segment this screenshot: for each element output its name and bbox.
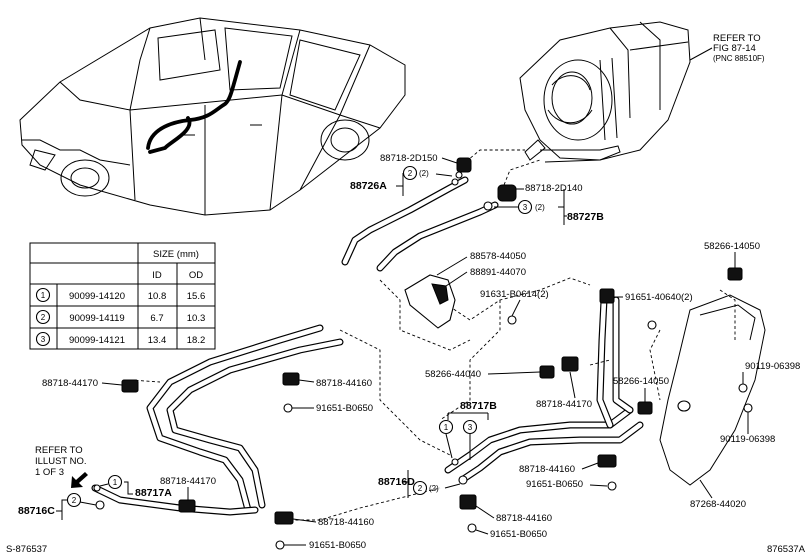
row3-id: 13.4 bbox=[148, 335, 167, 346]
label-58266-14050-top: 58266-14050 bbox=[704, 241, 760, 252]
label-88718-44160-bottom: 88718-44160 bbox=[318, 517, 374, 528]
row1-num: 1 bbox=[41, 291, 46, 300]
label-91651-b0650-right: 91651-B0650 bbox=[526, 479, 583, 490]
refer-illust-line1: REFER TO bbox=[35, 445, 83, 456]
arrow-icon bbox=[71, 472, 88, 488]
label-91651-b0650-bottom: 91651-B0650 bbox=[309, 540, 366, 551]
hoses-and-clamps bbox=[93, 157, 753, 550]
row1-part: 90099-14120 bbox=[69, 291, 125, 302]
row3-num: 3 bbox=[41, 335, 46, 344]
label-88718-44160-right: 88718-44160 bbox=[519, 464, 575, 475]
label-58266-44040: 58266-44040 bbox=[425, 369, 481, 380]
qty-2-center: (2) bbox=[429, 484, 439, 493]
label-88726a: 88726A bbox=[350, 180, 387, 192]
refer-illust-line2: ILLUST NO. bbox=[35, 456, 87, 467]
refer-illust-line3: 1 OF 3 bbox=[35, 467, 64, 478]
label-58266-14050-mid: 58266-14050 bbox=[613, 376, 669, 387]
fender-liner bbox=[659, 294, 766, 486]
qty-2-upper-b: (2) bbox=[535, 203, 545, 212]
footer-right-code: 876537A bbox=[767, 544, 806, 555]
label-87268-44020: 87268-44020 bbox=[690, 499, 746, 510]
label-88718-2d150: 88718-2D150 bbox=[380, 153, 438, 164]
col-id: ID bbox=[152, 270, 162, 281]
label-88718-44170-left: 88718-44170 bbox=[42, 378, 98, 389]
label-91651-b0650-low: 91651-B0650 bbox=[490, 529, 547, 540]
label-88718-44160-mid: 88718-44160 bbox=[316, 378, 372, 389]
callout-2-center: 2 bbox=[418, 484, 423, 493]
row3-part: 90099-14121 bbox=[69, 335, 125, 346]
row2-part: 90099-14119 bbox=[69, 313, 124, 324]
qty-2-upper: (2) bbox=[419, 169, 429, 178]
leader-lines bbox=[129, 149, 736, 521]
label-88717a: 88717A bbox=[135, 487, 172, 499]
size-table: SIZE (mm) ID OD 1 90099-14120 10.8 15.6 … bbox=[29, 242, 216, 350]
size-header: SIZE (mm) bbox=[153, 249, 199, 260]
label-88716c: 88716C bbox=[18, 505, 55, 517]
label-88718-2d140: 88718-2D140 bbox=[525, 183, 583, 194]
row1-id: 10.8 bbox=[148, 291, 167, 302]
refer-fig-line3: (PNC 88510F) bbox=[713, 54, 765, 63]
refer-fig-line1: REFER TO bbox=[713, 33, 761, 44]
label-88718-44160-low: 88718-44160 bbox=[496, 513, 552, 524]
footer-left-code: S-876537 bbox=[6, 544, 47, 555]
row2-od: 10.3 bbox=[187, 313, 206, 324]
callout-3-center: 3 bbox=[468, 423, 473, 432]
label-91651-b0650-mid: 91651-B0650 bbox=[316, 403, 373, 414]
callout-2-left: 2 bbox=[72, 496, 77, 505]
label-88891-44070: 88891-44070 bbox=[470, 267, 526, 278]
label-88718-44170-center: 88718-44170 bbox=[536, 399, 592, 410]
row3-od: 18.2 bbox=[187, 335, 206, 346]
label-88717b: 88717B bbox=[460, 400, 497, 412]
label-90119-06398-b: 90119-06398 bbox=[720, 434, 775, 445]
label-88718-44170-bl: 88718-44170 bbox=[160, 476, 216, 487]
callout-1-center: 1 bbox=[444, 423, 449, 432]
label-91651-40640: 91651-40640(2) bbox=[625, 292, 693, 303]
refer-fig-line2: FIG 87-14 bbox=[713, 43, 756, 54]
label-88727b: 88727B bbox=[567, 211, 604, 223]
part-labels: 88718-2D150 2 (2) 88726A 88718-2D140 3 (… bbox=[18, 153, 800, 551]
label-91631-b0614: 91631-B0614(2) bbox=[480, 289, 549, 300]
row2-id: 6.7 bbox=[150, 313, 163, 324]
row2-num: 2 bbox=[41, 313, 46, 322]
vehicle-illustration bbox=[19, 17, 406, 216]
callout-3-upper: 3 bbox=[523, 203, 528, 212]
col-od: OD bbox=[189, 270, 203, 281]
row1-od: 15.6 bbox=[187, 291, 206, 302]
label-88578-44050: 88578-44050 bbox=[470, 251, 526, 262]
label-90119-06398-a: 90119-06398 bbox=[745, 361, 800, 372]
callout-2-upper: 2 bbox=[408, 169, 413, 178]
label-88716d: 88716D bbox=[378, 476, 415, 488]
callout-1-left: 1 bbox=[113, 478, 118, 487]
heater-unit bbox=[519, 21, 691, 163]
